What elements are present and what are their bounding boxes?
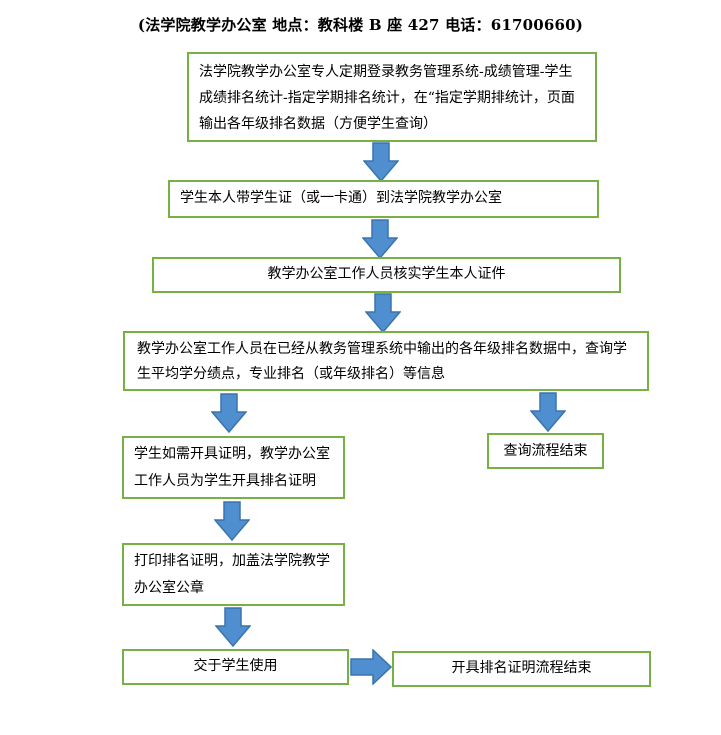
page-title: (法学院教学办公室 地点：教科楼 B 座 427 电话：61700660) [137,16,584,34]
down-arrow-icon [365,293,401,333]
query-end-text: 查询流程结束 [503,443,588,459]
down-arrow-icon [214,501,250,541]
certificate-end-box: 开具排名证明流程结束 [392,651,651,687]
step-hand-over: 交于学生使用 [122,649,349,685]
step-verify-id-text: 教学办公室工作人员核实学生本人证件 [267,266,506,282]
step-verify-id: 教学办公室工作人员核实学生本人证件 [152,257,621,293]
step-publish-rankings: 法学院教学办公室专人定期登录教务管理系统-成绩管理-学生成绩排名统计-指定学期排… [187,52,597,142]
query-end-box: 查询流程结束 [487,433,604,469]
step-print-seal-text: 打印排名证明，加盖法学院教学办公室公章 [134,553,330,596]
step-student-visit: 学生本人带学生证（或一卡通）到法学院教学办公室 [168,180,599,218]
step-hand-over-text: 交于学生使用 [193,658,278,674]
down-arrow-icon [362,219,398,259]
step-query-info: 教学办公室工作人员在已经从教务管理系统中输出的各年级排名数据中，查询学生平均学分… [123,331,649,391]
down-arrow-icon [363,142,399,182]
step-issue-certificate-text: 学生如需开具证明，教学办公室工作人员为学生开具排名证明 [134,446,330,489]
down-arrow-icon [215,607,251,647]
down-arrow-icon [530,392,566,432]
right-arrow-icon [350,649,392,685]
certificate-end-text: 开具排名证明流程结束 [451,660,592,676]
step-query-info-text: 教学办公室工作人员在已经从教务管理系统中输出的各年级排名数据中，查询学生平均学分… [137,341,627,382]
step-publish-rankings-text: 法学院教学办公室专人定期登录教务管理系统-成绩管理-学生成绩排名统计-指定学期排… [199,64,575,132]
step-print-seal: 打印排名证明，加盖法学院教学办公室公章 [122,543,345,606]
step-student-visit-text: 学生本人带学生证（或一卡通）到法学院教学办公室 [180,190,502,206]
step-issue-certificate: 学生如需开具证明，教学办公室工作人员为学生开具排名证明 [122,436,345,499]
down-arrow-icon [211,393,247,433]
